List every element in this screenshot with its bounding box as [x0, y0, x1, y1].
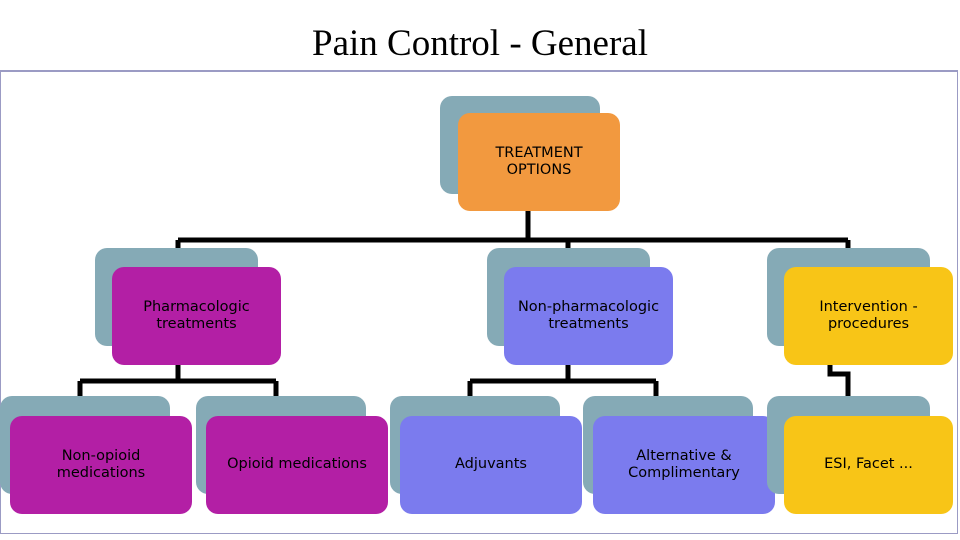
node-pharmacologic-treatments[interactable]: Pharmacologic treatments: [95, 248, 281, 365]
node-label-alternative-complimentary: Alternative & Complimentary: [628, 447, 740, 481]
node-treatment-options[interactable]: TREATMENT OPTIONS: [440, 96, 620, 211]
node-face-opioid-medications[interactable]: Opioid medications: [206, 416, 388, 514]
node-label-treatment-options: TREATMENT OPTIONS: [495, 144, 583, 178]
node-label-non-opioid-medications: Non-opioid medications: [56, 447, 146, 481]
node-non-pharmacologic-treatments[interactable]: Non-pharmacologic treatments: [487, 248, 673, 365]
node-face-non-pharmacologic-treatments[interactable]: Non-pharmacologic treatments: [504, 267, 673, 365]
node-face-adjuvants[interactable]: Adjuvants: [400, 416, 582, 514]
node-face-intervention-procedures[interactable]: Intervention - procedures: [784, 267, 953, 365]
page-title: Pain Control - General: [312, 23, 648, 64]
node-esi-facet[interactable]: ESI, Facet ...: [767, 396, 953, 514]
node-label-pharmacologic-treatments: Pharmacologic treatments: [143, 298, 250, 332]
node-face-non-opioid-medications[interactable]: Non-opioid medications: [10, 416, 192, 514]
node-label-non-pharmacologic-treatments: Non-pharmacologic treatments: [517, 298, 660, 332]
node-adjuvants[interactable]: Adjuvants: [390, 396, 582, 514]
node-face-treatment-options[interactable]: TREATMENT OPTIONS: [458, 113, 620, 211]
node-label-intervention-procedures: Intervention - procedures: [819, 298, 918, 332]
node-non-opioid-medications[interactable]: Non-opioid medications: [0, 396, 192, 514]
node-face-alternative-complimentary[interactable]: Alternative & Complimentary: [593, 416, 775, 514]
node-face-pharmacologic-treatments[interactable]: Pharmacologic treatments: [112, 267, 281, 365]
node-intervention-procedures[interactable]: Intervention - procedures: [767, 248, 953, 365]
node-face-esi-facet[interactable]: ESI, Facet ...: [784, 416, 953, 514]
node-label-opioid-medications: Opioid medications: [227, 456, 367, 473]
node-label-esi-facet: ESI, Facet ...: [824, 456, 913, 473]
node-opioid-medications[interactable]: Opioid medications: [196, 396, 388, 514]
node-alternative-complimentary[interactable]: Alternative & Complimentary: [583, 396, 775, 514]
node-label-adjuvants: Adjuvants: [455, 456, 527, 473]
